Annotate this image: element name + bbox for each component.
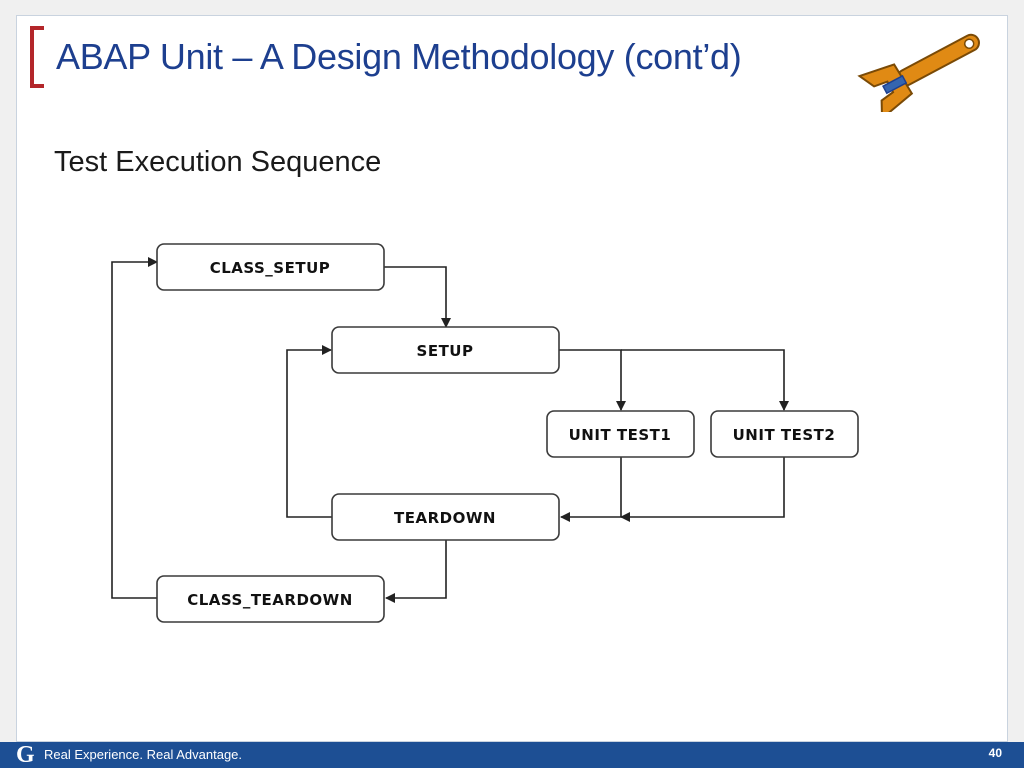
node-class-teardown: CLASS_TEARDOWN <box>156 575 385 623</box>
node-class-setup: CLASS_SETUP <box>156 243 385 291</box>
connector-unit-test1-to-teardown <box>560 457 622 522</box>
title-bracket-decoration <box>30 26 44 88</box>
node-class-teardown-label: CLASS_TEARDOWN <box>187 591 353 609</box>
connector-setup-to-unit-test1 <box>559 349 626 411</box>
connector-class-teardown-loop-to-class-setup <box>111 257 158 599</box>
connector-unit-test2-to-teardown <box>620 457 785 522</box>
node-setup: SETUP <box>331 326 560 374</box>
connector-class-setup-to-setup <box>384 266 451 328</box>
wrench-icon <box>857 33 980 112</box>
connector-setup-to-unit-test2 <box>621 349 789 411</box>
node-class-setup-label: CLASS_SETUP <box>210 259 331 277</box>
slide-subtitle: Test Execution Sequence <box>54 146 382 178</box>
node-teardown-label: TEARDOWN <box>394 509 496 527</box>
connector-teardown-loop-to-setup <box>286 345 332 518</box>
slide-title: ABAP Unit – A Design Methodology (cont’d… <box>56 36 742 77</box>
node-unit-test1-label: UNIT TEST1 <box>569 426 672 444</box>
node-teardown: TEARDOWN <box>331 493 560 541</box>
node-unit-test1: UNIT TEST1 <box>546 410 695 458</box>
connector-teardown-to-class-teardown <box>385 540 447 603</box>
footer-tagline: Real Experience. Real Advantage. <box>44 747 243 762</box>
node-unit-test2: UNIT TEST2 <box>710 410 859 458</box>
node-setup-label: SETUP <box>417 342 474 360</box>
node-unit-test2-label: UNIT TEST2 <box>733 426 836 444</box>
company-logo: G <box>16 742 35 768</box>
footer-bar: G Real Experience. Real Advantage. 40 <box>0 742 1024 768</box>
page-number: 40 <box>988 746 1002 760</box>
